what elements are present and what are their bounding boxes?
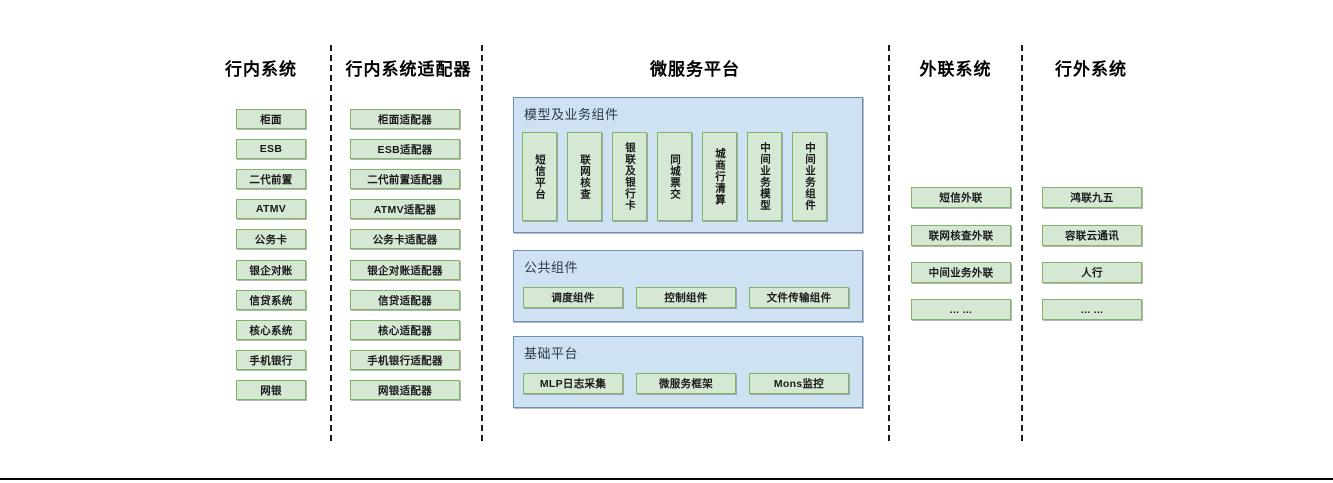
node-internal-adapter[interactable]: ATMV适配器 [350,199,460,219]
node-internal-adapter[interactable]: 手机银行适配器 [350,350,460,370]
node-public-component[interactable]: 调度组件 [523,287,623,308]
node-internal-system[interactable]: ESB [236,139,306,159]
node-platform-model[interactable]: 联网核查 [567,132,602,221]
column-heading-internal-adapters: 行内系统适配器 [345,60,472,79]
node-outside-system[interactable]: 鸿联九五 [1042,187,1142,208]
node-internal-adapter[interactable]: 信贷适配器 [350,290,460,310]
column-heading-external-link-systems: 外联系统 [919,60,992,79]
divider-adapter-platform [481,45,483,441]
node-outside-system[interactable]: 人行 [1042,262,1142,283]
node-platform-model[interactable]: 银联及银行卡 [612,132,647,221]
divider-internal-adapter [330,45,332,441]
column-heading-internal-systems: 行内系统 [225,60,297,79]
node-internal-system[interactable]: 二代前置 [236,169,306,189]
node-internal-system[interactable]: 信贷系统 [236,290,306,310]
node-internal-adapter[interactable]: 银企对账适配器 [350,260,460,280]
node-internal-system[interactable]: 网银 [236,380,306,400]
node-base-platform-component[interactable]: 微服务框架 [636,373,736,394]
node-external-link-system[interactable]: 联网核查外联 [911,225,1011,246]
node-outside-system[interactable]: ... ... [1042,299,1142,320]
node-internal-adapter[interactable]: ESB适配器 [350,139,460,159]
node-internal-adapter[interactable]: 网银适配器 [350,380,460,400]
node-external-link-system[interactable]: ... ... [911,299,1011,320]
node-internal-adapter[interactable]: 核心适配器 [350,320,460,340]
panel-base-platform [513,336,863,408]
panel-title-public-components: 公共组件 [524,260,579,275]
node-internal-system[interactable]: ATMV [236,199,306,219]
node-platform-model[interactable]: 短信平台 [522,132,557,221]
node-outside-system[interactable]: 容联云通讯 [1042,225,1142,246]
panel-title-model-business-components: 模型及业务组件 [524,107,619,122]
node-internal-system[interactable]: 核心系统 [236,320,306,340]
node-platform-model[interactable]: 同城票交 [657,132,692,221]
panel-title-base-platform: 基础平台 [524,346,579,361]
node-internal-adapter[interactable]: 柜面适配器 [350,109,460,129]
page-bottom-rule [0,478,1333,480]
node-public-component[interactable]: 文件传输组件 [749,287,849,308]
node-internal-adapter[interactable]: 二代前置适配器 [350,169,460,189]
node-internal-adapter[interactable]: 公务卡适配器 [350,229,460,249]
node-base-platform-component[interactable]: Mons监控 [749,373,849,394]
node-internal-system[interactable]: 手机银行 [236,350,306,370]
node-public-component[interactable]: 控制组件 [636,287,736,308]
node-platform-model[interactable]: 中间业务组件 [792,132,827,221]
column-heading-outside-systems: 行外系统 [1055,60,1127,79]
node-external-link-system[interactable]: 短信外联 [911,187,1011,208]
node-platform-model[interactable]: 城商行清算 [702,132,737,221]
node-internal-system[interactable]: 柜面 [236,109,306,129]
column-heading-microservice-platform: 微服务平台 [650,60,740,79]
panel-public-components [513,250,863,322]
node-external-link-system[interactable]: 中间业务外联 [911,262,1011,283]
node-internal-system[interactable]: 公务卡 [236,229,306,249]
divider-external-outside [1021,45,1023,441]
node-base-platform-component[interactable]: MLP日志采集 [523,373,623,394]
divider-platform-external [888,45,890,441]
node-platform-model[interactable]: 中间业务模型 [747,132,782,221]
node-internal-system[interactable]: 银企对账 [236,260,306,280]
